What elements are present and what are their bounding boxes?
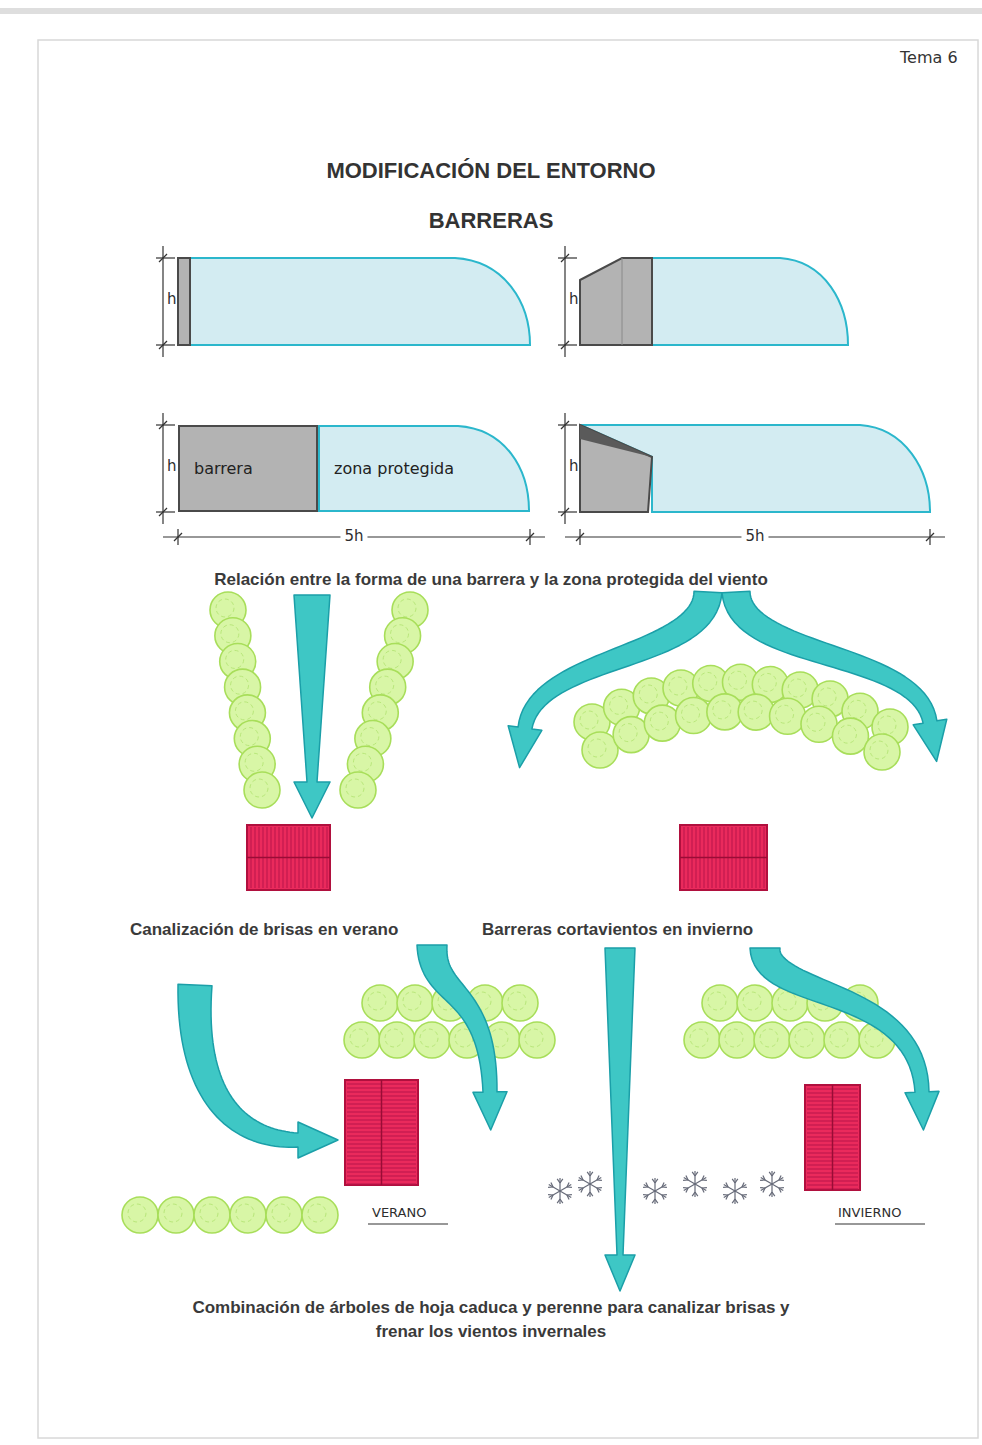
label: Tema 6: [900, 48, 958, 67]
top-bar: [0, 8, 982, 14]
sloped-barrier: [580, 258, 652, 345]
evergreen-tree: [158, 1197, 194, 1233]
label: h: [167, 457, 177, 475]
label: 5h: [741, 527, 768, 545]
protected-zone: [652, 258, 848, 345]
evergreen-tree: [684, 1022, 720, 1058]
evergreen-tree: [379, 1022, 415, 1058]
evergreen-tree: [719, 1022, 755, 1058]
evergreen-tree: [344, 1022, 380, 1058]
evergreen-tree: [266, 1197, 302, 1233]
underline: [368, 1223, 448, 1224]
node-text: barrera: [194, 459, 316, 478]
protected-zone: zona protegida: [318, 425, 530, 512]
evergreen-tree: [824, 1022, 860, 1058]
label: Canalización de brisas en verano: [130, 920, 398, 940]
evergreen-tree: [737, 985, 773, 1021]
house: [680, 825, 767, 890]
label: Relación entre la forma de una barrera y…: [214, 570, 768, 590]
label: 5h: [340, 527, 367, 545]
label: h: [569, 290, 579, 308]
barrier-box: barrera: [178, 425, 318, 512]
wind-arrow: [294, 595, 330, 818]
label: INVIERNO: [838, 1205, 902, 1220]
evergreen-tree: [519, 1022, 555, 1058]
evergreen-tree: [801, 706, 837, 742]
evergreen-tree: [738, 694, 774, 730]
evergreen-tree: [397, 985, 433, 1021]
title: MODIFICACIÓN DEL ENTORNO: [326, 158, 655, 184]
caption: Combinación de árboles de hoja caduca y …: [171, 1296, 811, 1344]
underline: [835, 1223, 925, 1224]
wind-arrow: [750, 948, 939, 1130]
page-border: [38, 40, 978, 1438]
evergreen-tree: [832, 718, 868, 754]
wind-arrow: [508, 591, 722, 767]
thin-barrier: [178, 258, 190, 345]
bare-tree: [683, 1171, 707, 1197]
evergreen-tree: [122, 1197, 158, 1233]
zone-shape: [319, 426, 529, 511]
wind-arrow: [417, 945, 507, 1130]
evergreen-tree: [702, 985, 738, 1021]
wedge-barrier: [580, 425, 652, 512]
evergreen-tree: [244, 772, 280, 808]
bare-tree: [548, 1178, 572, 1204]
barrier-edge: [622, 258, 623, 345]
evergreen-tree: [340, 772, 376, 808]
evergreen-tree: [644, 705, 680, 741]
wind-arrow: [178, 984, 338, 1158]
label: h: [569, 457, 579, 475]
evergreen-tree: [194, 1197, 230, 1233]
label: h: [167, 290, 177, 308]
label: Barreras cortavientos en invierno: [482, 920, 753, 940]
evergreen-tree: [770, 698, 806, 734]
bare-tree: [578, 1171, 602, 1197]
wind-arrow: [605, 948, 635, 1291]
barrier-shade: [580, 425, 652, 457]
bare-tree: [760, 1171, 784, 1197]
evergreen-tree: [502, 985, 538, 1021]
house: [345, 1080, 418, 1185]
evergreen-tree: [789, 1022, 825, 1058]
evergreen-tree: [754, 1022, 790, 1058]
house: [247, 825, 330, 890]
bare-tree: [723, 1178, 747, 1204]
node-text: zona protegida: [334, 459, 530, 478]
house: [805, 1085, 860, 1190]
wind-arrow: [722, 591, 947, 761]
evergreen-tree: [864, 734, 900, 770]
evergreen-tree: [414, 1022, 450, 1058]
label: BARRERAS: [429, 208, 554, 234]
evergreen-tree: [230, 1197, 266, 1233]
evergreen-tree: [302, 1197, 338, 1233]
label: VERANO: [372, 1205, 426, 1220]
evergreen-tree: [676, 698, 712, 734]
protected-zone: [580, 425, 930, 512]
protected-zone: [190, 258, 530, 345]
evergreen-tree: [362, 985, 398, 1021]
bare-tree: [643, 1178, 667, 1204]
